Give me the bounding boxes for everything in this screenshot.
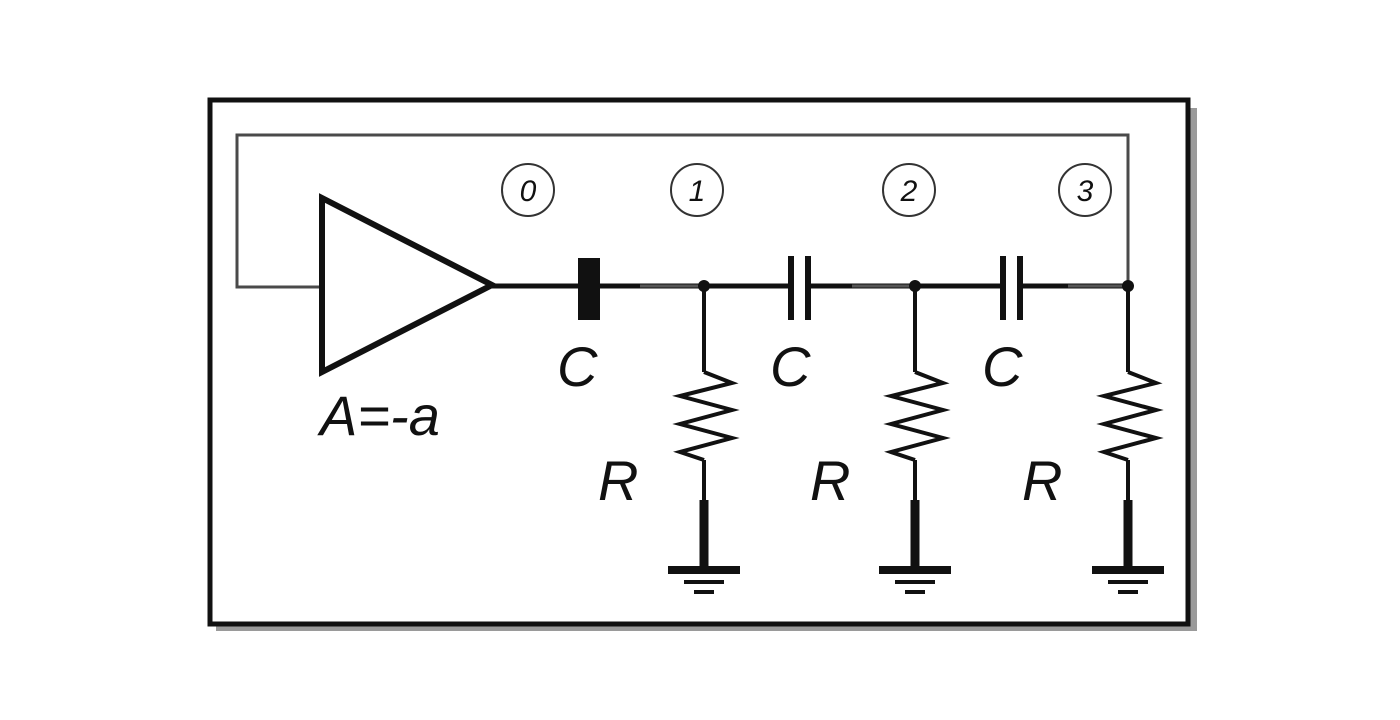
resistor-2-symbol xyxy=(883,370,951,462)
branch-3 xyxy=(1092,286,1164,594)
amplifier-label: A=-a xyxy=(317,384,440,447)
capacitor-1-label: C xyxy=(557,335,598,398)
capacitor-3-label: C xyxy=(982,335,1023,398)
node-label-1: 1 xyxy=(689,175,706,208)
node-marker-0: 0 xyxy=(501,163,555,217)
node-label-2: 2 xyxy=(900,175,918,208)
resistor-3-label: R xyxy=(1022,449,1062,512)
capacitor-2-plate-right xyxy=(805,256,811,320)
amplifier-symbol xyxy=(319,193,499,377)
resistor-2-label: R xyxy=(810,449,850,512)
node-label-3: 3 xyxy=(1077,175,1094,208)
capacitor-3-plate-left xyxy=(1000,256,1006,320)
capacitor-1-symbol xyxy=(578,258,600,320)
resistor-1-label: R xyxy=(598,449,638,512)
resistor-3-symbol xyxy=(1096,370,1164,462)
frame-shadow-bottom xyxy=(216,625,1197,631)
node-marker-3: 3 xyxy=(1058,163,1112,217)
capacitor-2-plate-left xyxy=(788,256,794,320)
resistor-1-symbol xyxy=(672,370,740,462)
branch-2 xyxy=(879,286,951,594)
capacitor-3-plate-right xyxy=(1017,256,1023,320)
feedback-wire xyxy=(235,133,1130,289)
node-label-0: 0 xyxy=(520,175,537,208)
node-marker-1: 1 xyxy=(670,163,724,217)
branch-1 xyxy=(668,286,740,594)
capacitor-2-label: C xyxy=(770,335,811,398)
frame-shadow xyxy=(1190,108,1197,630)
node-marker-2: 2 xyxy=(882,163,936,217)
